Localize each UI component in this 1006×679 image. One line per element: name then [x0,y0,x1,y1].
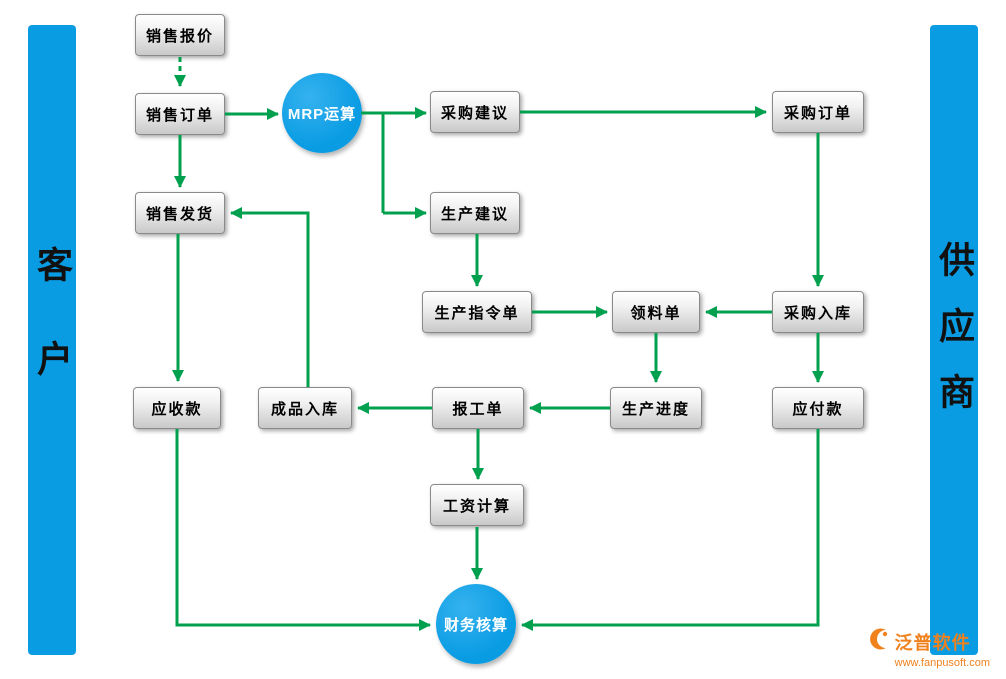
node-accounts-receivable: 应收款 [133,387,221,429]
node-production-suggestion: 生产建议 [430,192,520,234]
node-sales-delivery: 销售发货 [135,192,225,234]
fanpu-logo-icon [869,627,891,656]
node-mrp-circle: MRP运算 [282,73,362,153]
node-finance-circle: 财务核算 [436,584,516,664]
node-purchase-order: 采购订单 [772,91,864,133]
node-material-requisition: 领料单 [612,291,700,333]
node-finished-goods-in: 成品入库 [258,387,352,429]
edge-accounts-payable-to-finance [521,429,820,631]
watermark-brand: 泛普软件 [894,632,971,653]
node-purchase-suggestion: 采购建议 [430,91,520,133]
edge-finished-goods-in-to-sales-delivery [230,207,310,387]
watermark-url: www.fanpusoft.com [894,657,990,669]
node-work-report: 报工单 [432,387,524,429]
node-sales-order: 销售订单 [135,93,225,135]
edge-accounts-receivable-to-finance [175,429,431,631]
node-production-progress: 生产进度 [610,387,702,429]
customer-bar-label: 客户 [32,246,73,434]
node-sales-quote: 销售报价 [135,14,225,56]
node-accounts-payable: 应付款 [772,387,864,429]
node-salary-calculation: 工资计算 [430,484,524,526]
node-purchase-in: 采购入库 [772,291,864,333]
watermark: 泛普软件 www.fanpusoft.com [869,627,990,669]
node-production-instruction: 生产指令单 [422,291,532,333]
customer-bar: 客户 [28,25,76,655]
supplier-bar-label: 供应商 [934,241,975,439]
supplier-bar: 供应商 [930,25,978,655]
